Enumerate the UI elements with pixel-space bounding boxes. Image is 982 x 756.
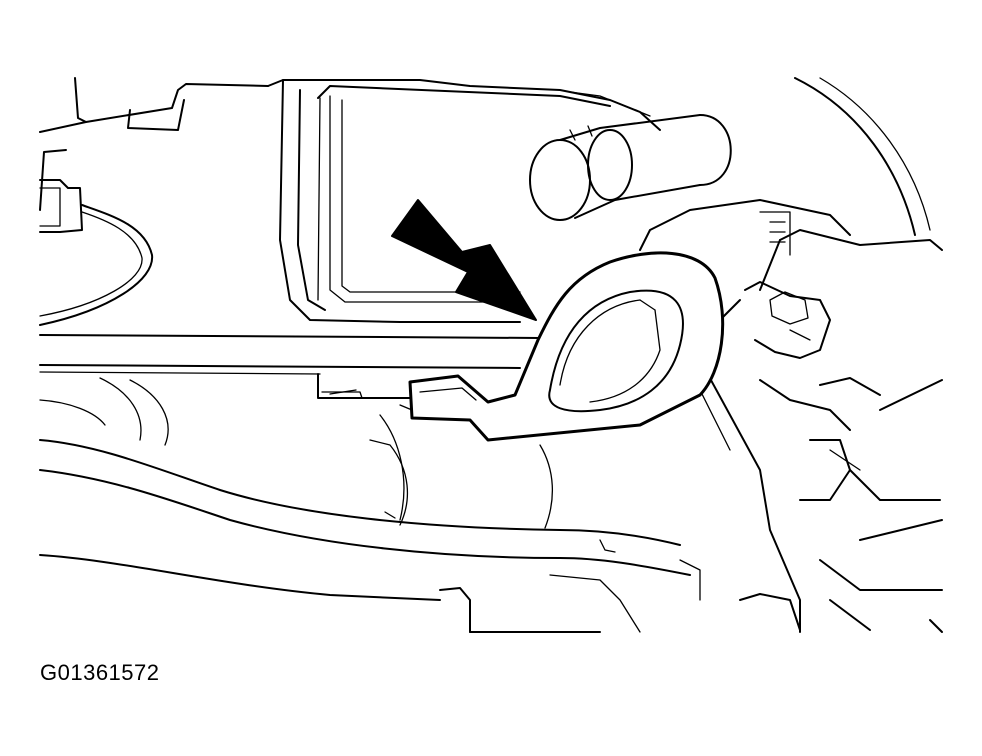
central-panel (267, 79, 661, 323)
lower-frame (39, 511, 701, 633)
wheel-arc (794, 77, 931, 236)
lower-tube (39, 377, 691, 576)
pointer-arrow (391, 199, 537, 321)
wire-connector (39, 179, 154, 326)
upper-left-housing (39, 77, 269, 211)
figure-id-label: G01361572 (40, 660, 160, 685)
mechanical-line-drawing (39, 77, 943, 633)
hook-bracket (399, 251, 725, 442)
horizontal-beam (39, 334, 541, 399)
cylinder-fitting (529, 114, 732, 221)
